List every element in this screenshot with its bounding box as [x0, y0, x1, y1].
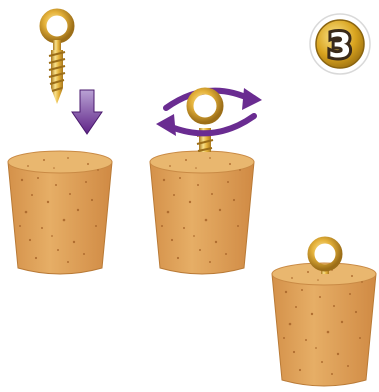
cork-plain — [8, 151, 112, 274]
step-number: 3 — [328, 26, 352, 66]
cork-with-screw — [150, 151, 254, 274]
eye-screw-icon — [43, 12, 71, 104]
cork-finished — [272, 263, 376, 386]
step-badge: 3 — [310, 14, 370, 74]
panel-finished — [272, 240, 376, 386]
arrow-down-icon — [72, 90, 102, 134]
panel-twist — [150, 88, 262, 274]
panel-insert — [8, 12, 112, 274]
